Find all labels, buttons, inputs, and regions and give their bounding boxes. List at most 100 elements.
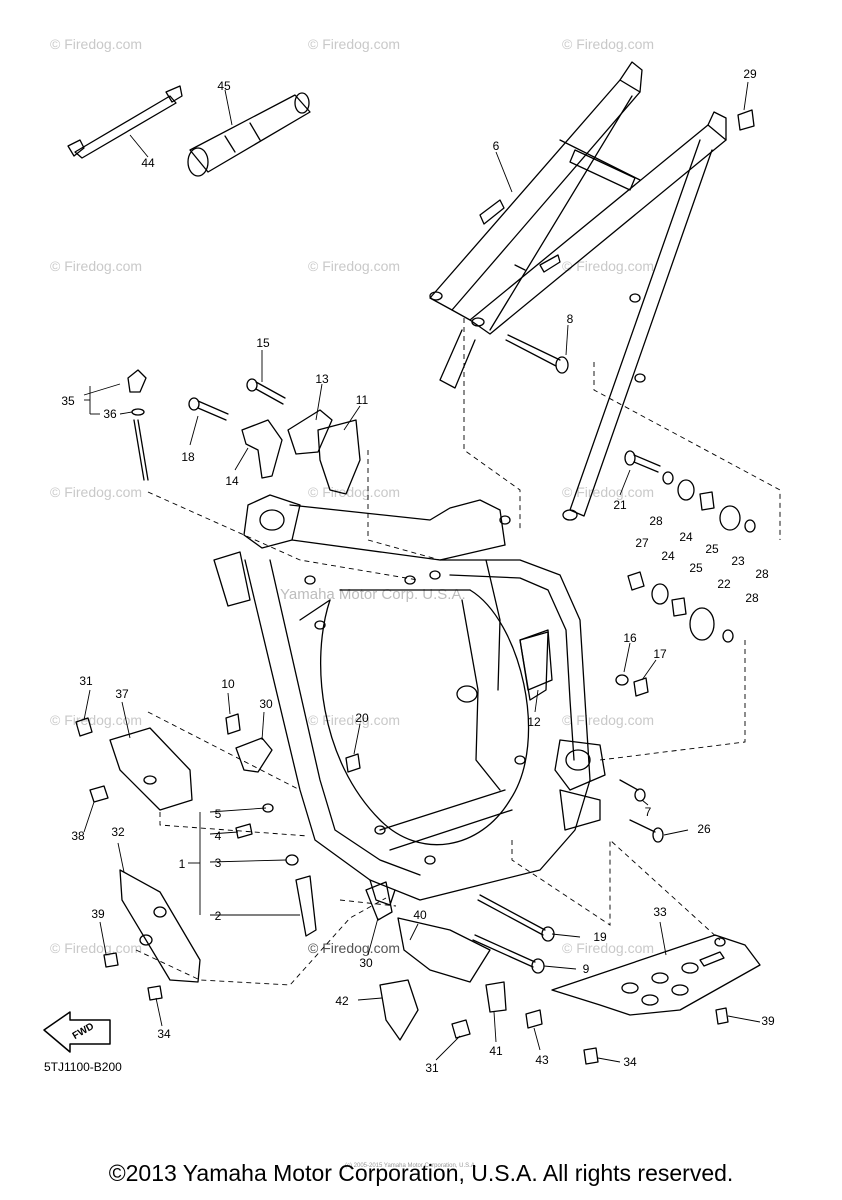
watermark: © Firedog.com	[308, 940, 401, 956]
callout-11: 11	[355, 393, 369, 407]
clamp-part-41	[485, 981, 507, 1013]
guard-part-40	[397, 917, 491, 983]
bolt-part-31	[451, 1019, 471, 1039]
watermark: © Firedog.com	[562, 712, 655, 728]
washer-part-16	[615, 674, 629, 686]
bolt-part-7	[619, 779, 646, 802]
callout-24: 24	[679, 530, 693, 544]
bracket-part-30	[235, 737, 273, 773]
bolt-part-8	[505, 334, 569, 374]
callout-33: 33	[653, 905, 667, 919]
watermark: © Firedog.com	[308, 258, 401, 274]
callout-13: 13	[315, 372, 329, 386]
watermark: © Firedog.com	[50, 36, 143, 52]
rear-subframe-part-6	[429, 61, 727, 521]
watermark: © Firedog.com	[50, 712, 143, 728]
socket-wrench-part-45	[187, 92, 311, 177]
watermark: © Firedog.com	[308, 36, 401, 52]
bolt-part-9	[472, 934, 545, 974]
callout-28: 28	[745, 591, 759, 605]
diagram-code: 5TJ1100-B200	[44, 1060, 122, 1074]
bolt-part-34	[583, 1047, 599, 1065]
callout-41: 41	[489, 1044, 503, 1058]
callout-12: 12	[527, 715, 541, 729]
callout-14: 14	[225, 474, 239, 488]
callout-27: 27	[635, 536, 649, 550]
callout-24: 24	[661, 549, 675, 563]
callout-6: 6	[492, 139, 500, 153]
callout-28: 28	[649, 514, 663, 528]
small-print: (c) 2005-2015 Yamaha Motor Corporation, …	[345, 1163, 477, 1169]
callout-9: 9	[582, 962, 590, 976]
callout-1: 1	[178, 857, 186, 871]
gasket-part-3	[285, 854, 299, 866]
watermark: © Firedog.com	[562, 484, 655, 500]
bolt-part-43	[525, 1009, 543, 1029]
dipstick-part-35	[127, 369, 149, 481]
callout-38: 38	[71, 829, 85, 843]
callout-5: 5	[214, 807, 222, 821]
bracket-part-11	[317, 419, 361, 495]
callout-37: 37	[115, 687, 129, 701]
callout-16: 16	[623, 631, 637, 645]
callout-30: 30	[359, 956, 373, 970]
callout-43: 43	[535, 1053, 549, 1067]
callout-15: 15	[256, 336, 270, 350]
bolt-part-39	[715, 1007, 729, 1025]
clip-part-29	[737, 109, 755, 131]
callout-29: 29	[743, 67, 757, 81]
bolt-part-18	[188, 397, 229, 421]
drain-bolt-part-2	[295, 875, 317, 937]
callout-31: 31	[425, 1061, 439, 1075]
callout-8: 8	[566, 312, 574, 326]
callout-2: 2	[214, 909, 222, 923]
washer-part-28	[744, 519, 756, 533]
bracket-part-13	[287, 409, 333, 455]
bolt-part-21	[624, 450, 661, 473]
callout-17: 17	[653, 647, 667, 661]
callout-19: 19	[593, 930, 607, 944]
nut-part-27	[627, 571, 645, 591]
bolt-part-34	[147, 985, 163, 1001]
washer-part-28	[662, 471, 674, 485]
bolt-part-4	[235, 823, 253, 839]
watermark: © Firedog.com	[308, 484, 401, 500]
assembly-lines	[135, 318, 781, 986]
callout-10: 10	[221, 677, 235, 691]
bush-part-22	[689, 607, 715, 641]
callout-20: 20	[355, 711, 369, 725]
callout-39: 39	[761, 1014, 775, 1028]
watermark: © Firedog.com	[562, 258, 655, 274]
fwd-arrow-icon	[43, 1011, 111, 1053]
bracket-part-14	[241, 419, 283, 479]
copyright-notice: ©2013 Yamaha Motor Corporation, U.S.A. A…	[108, 1160, 734, 1186]
callout-25: 25	[689, 561, 703, 575]
bolt-part-19	[477, 894, 555, 942]
watermark: © Firedog.com	[562, 36, 655, 52]
watermark: © Firedog.com	[50, 940, 143, 956]
callout-7: 7	[644, 805, 652, 819]
watermark: © Firedog.com	[308, 712, 401, 728]
collar-part-24	[677, 479, 695, 501]
bush-part-23	[719, 505, 741, 531]
leader-lines	[83, 81, 761, 1063]
callout-35: 35	[61, 394, 75, 408]
guard-part-37	[109, 727, 193, 811]
callout-22: 22	[717, 577, 731, 591]
nut-part-10	[225, 713, 241, 735]
callout-21: 21	[613, 498, 627, 512]
watermark: © Firedog.com	[562, 940, 655, 956]
plate-part-32	[119, 869, 201, 983]
watermark: © Firedog.com	[50, 484, 143, 500]
bolt-part-15	[246, 378, 286, 405]
collar-part-24	[651, 583, 669, 605]
callout-31: 31	[79, 674, 93, 688]
bolt-part-39	[103, 952, 119, 968]
callout-26: 26	[697, 822, 711, 836]
callout-23: 23	[731, 554, 745, 568]
bolt-part-38	[89, 785, 109, 803]
skid-plate-part-33	[551, 934, 761, 1016]
callout-34: 34	[157, 1027, 171, 1041]
